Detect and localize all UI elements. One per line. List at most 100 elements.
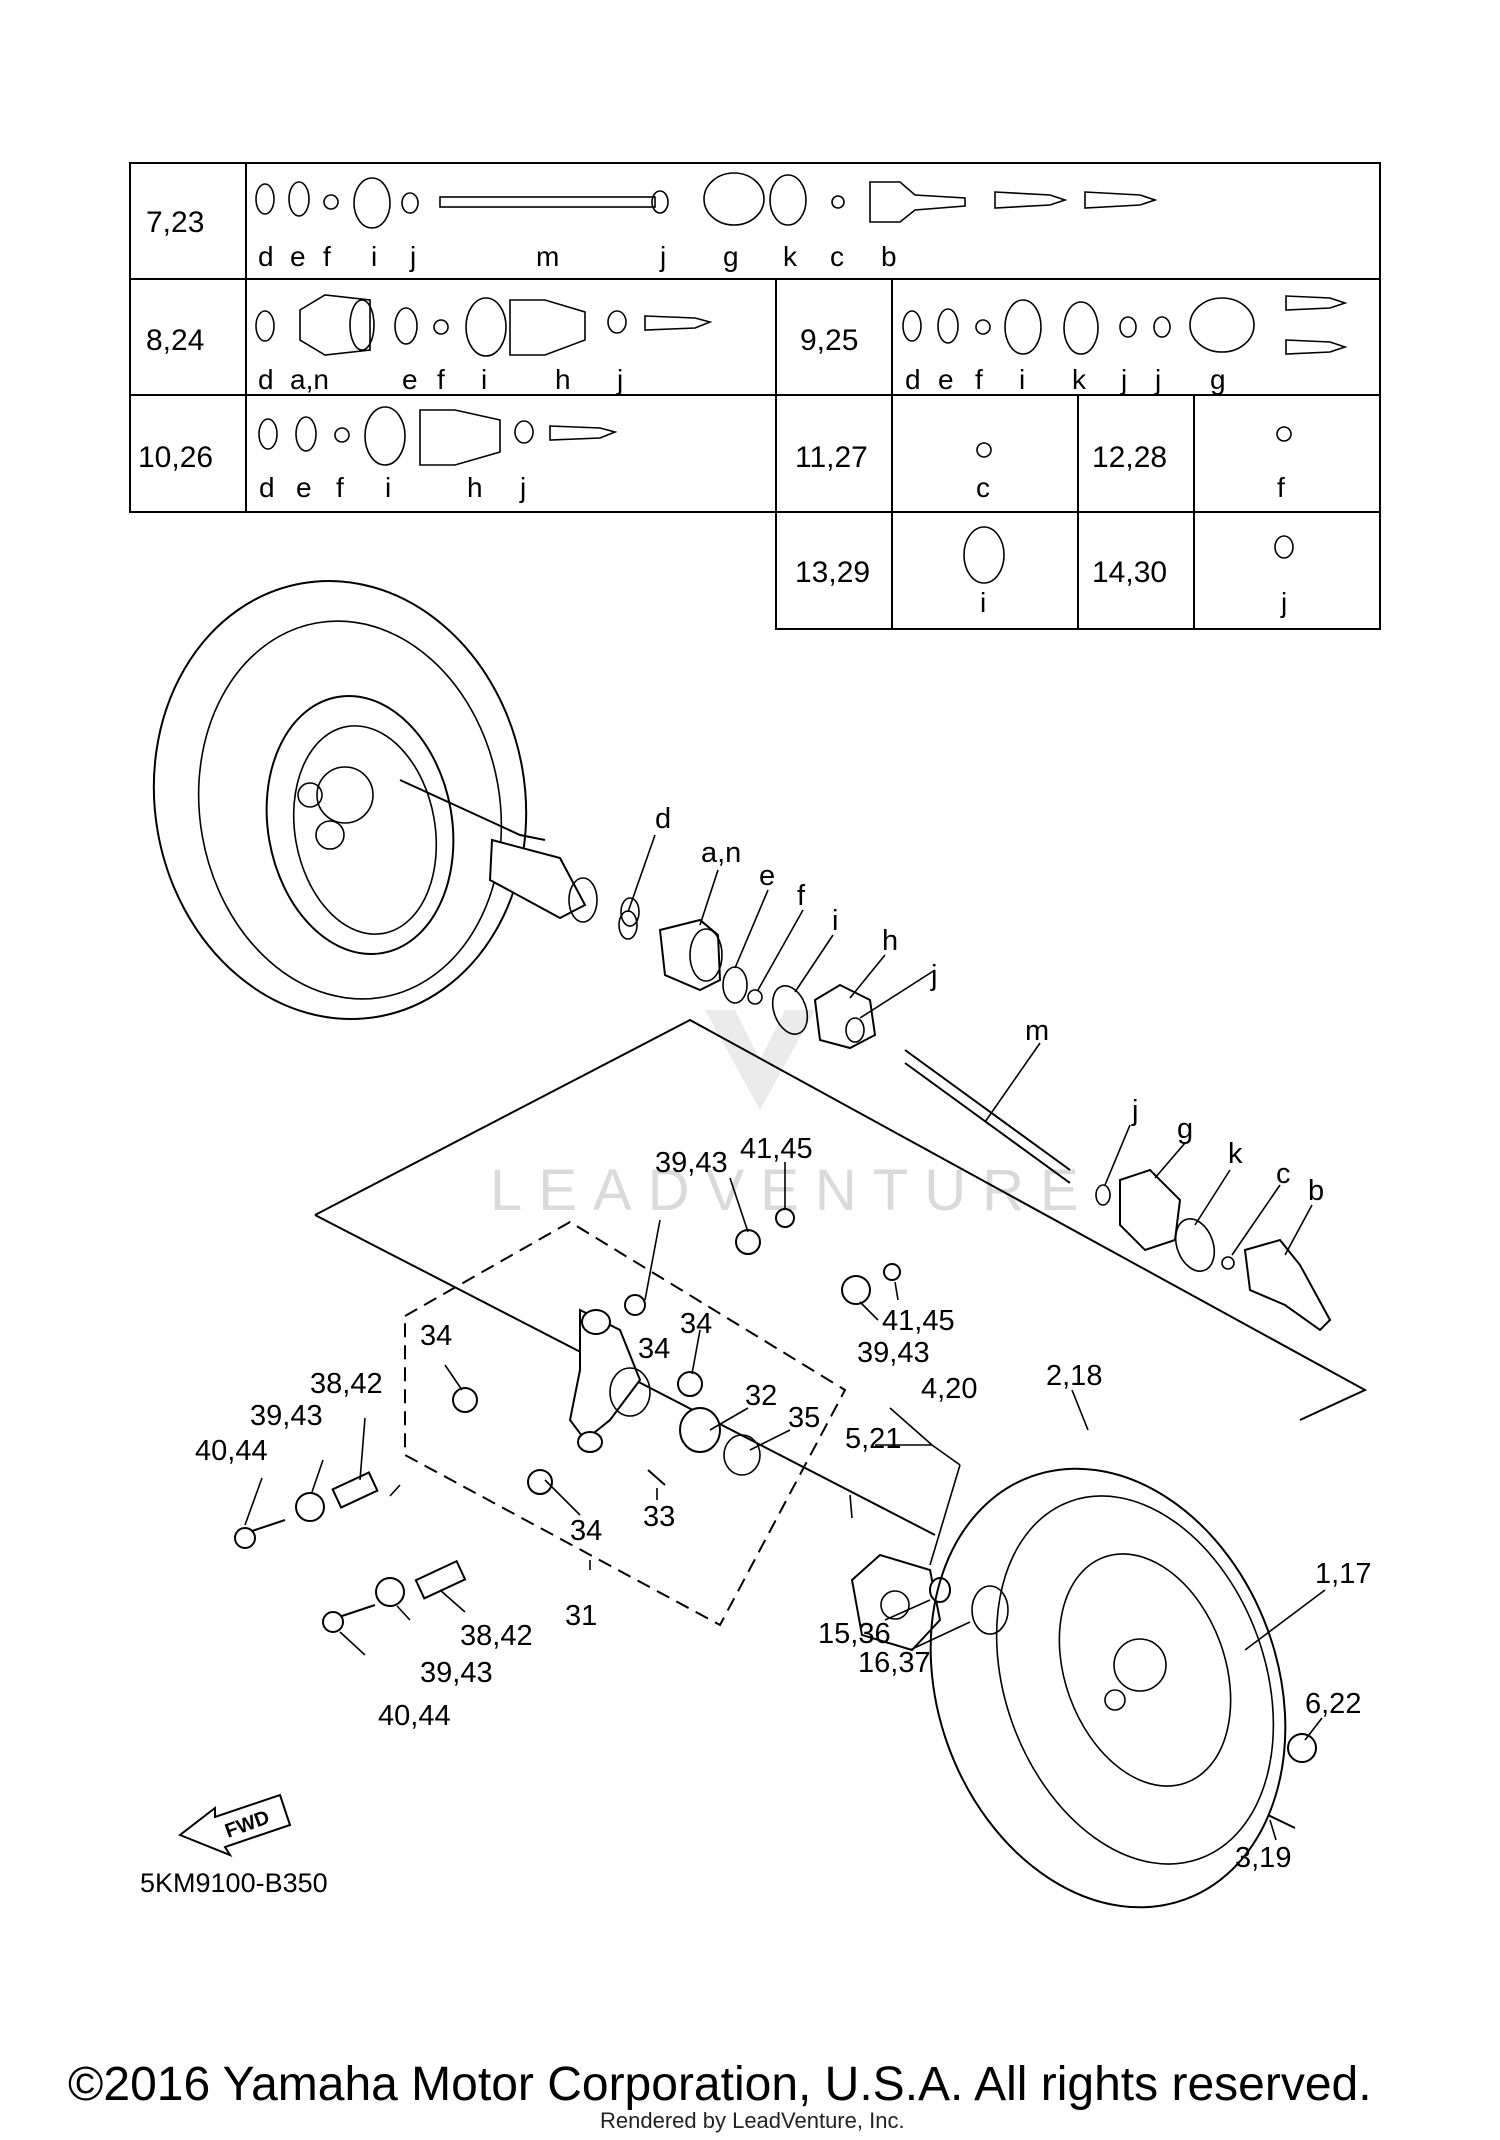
svg-text:d: d: [258, 241, 274, 272]
svg-text:i: i: [371, 241, 377, 272]
callout-35: 35: [788, 1402, 820, 1434]
svg-text:i: i: [385, 472, 391, 503]
drive-shaft-assembly: [399, 779, 640, 927]
svg-text:k: k: [1072, 364, 1087, 395]
callout-labels: d a,n e f i h j m j g k c b 41,45 39,43 …: [195, 803, 1371, 1874]
row-ref-9-25: 9,25: [800, 324, 858, 357]
callout-a-n: a,n: [701, 837, 741, 869]
callout-f: f: [797, 880, 806, 912]
svg-text:j: j: [659, 241, 666, 272]
callout-38-42-b: 38,42: [460, 1620, 533, 1652]
rendered-by-text: Rendered by LeadVenture, Inc.: [600, 2108, 905, 2133]
callout-c: c: [1276, 1158, 1291, 1190]
kit-contents-table: 7,23 8,24 9,25 10,26 11,27 12,28 13,29 1…: [129, 162, 1381, 630]
callout-6-22: 6,22: [1305, 1688, 1361, 1720]
svg-text:f: f: [975, 364, 983, 395]
svg-text:j: j: [1280, 587, 1287, 618]
callout-39-43-b: 39,43: [857, 1337, 930, 1369]
row1-part-letters: d e f i j m j g k c b: [258, 241, 897, 272]
front-wheel-left: [152, 579, 528, 1021]
row-ref-14-30: 14,30: [1092, 556, 1167, 589]
svg-text:e: e: [290, 241, 306, 272]
svg-text:a,n: a,n: [290, 364, 329, 395]
svg-text:d: d: [905, 364, 921, 395]
svg-text:h: h: [467, 472, 483, 503]
copyright-text: ©2016 Yamaha Motor Corporation, U.S.A. A…: [68, 2058, 1372, 2111]
callout-h: h: [882, 925, 898, 957]
callout-40-44-a: 40,44: [195, 1435, 268, 1467]
row-ref-10-26: 10,26: [138, 441, 213, 474]
callout-g: g: [1177, 1113, 1193, 1145]
callout-33: 33: [643, 1501, 675, 1533]
svg-text:b: b: [881, 241, 897, 272]
callout-15-36: 15,36: [818, 1618, 891, 1650]
svg-text:k: k: [783, 241, 798, 272]
callout-4-20: 4,20: [921, 1373, 977, 1405]
row-ref-12-28: 12,28: [1092, 441, 1167, 474]
callout-2-18: 2,18: [1046, 1360, 1102, 1392]
single-part-icons: c f i j: [963, 426, 1294, 618]
callout-5-21: 5,21: [845, 1423, 901, 1455]
fwd-arrow-icon: FWD: [178, 1793, 292, 1858]
svg-text:i: i: [481, 364, 487, 395]
svg-text:f: f: [437, 364, 445, 395]
callout-34-c: 34: [680, 1308, 712, 1340]
row2a-part-icons: [255, 294, 713, 357]
callout-d: d: [655, 803, 671, 835]
callout-39-43-a: 39,43: [655, 1147, 728, 1179]
assembly-outline: [314, 1018, 1368, 1421]
row1-part-icons: [255, 172, 1158, 229]
callout-39-43-d: 39,43: [420, 1657, 493, 1689]
svg-text:e: e: [402, 364, 418, 395]
diagram-code: 5KM9100-B350: [140, 1868, 328, 1898]
svg-text:c: c: [976, 472, 990, 503]
callout-34-b: 34: [638, 1333, 670, 1365]
callout-41-45-b: 41,45: [882, 1305, 955, 1337]
svg-text:f: f: [336, 472, 344, 503]
callout-32: 32: [745, 1380, 777, 1412]
row3a-part-icons: [258, 406, 618, 466]
row2a-part-letters: d a,n e f i h j: [258, 364, 623, 395]
svg-text:m: m: [536, 241, 559, 272]
callout-39-43-c: 39,43: [250, 1400, 323, 1432]
row3a-part-letters: d e f i h j: [259, 472, 526, 503]
svg-text:h: h: [555, 364, 571, 395]
svg-text:i: i: [980, 587, 986, 618]
callout-31: 31: [565, 1600, 597, 1632]
svg-text:e: e: [296, 472, 312, 503]
svg-text:f: f: [323, 241, 331, 272]
svg-text:e: e: [938, 364, 954, 395]
callout-41-45-a: 41,45: [740, 1133, 813, 1165]
callout-b: b: [1308, 1175, 1324, 1207]
callout-e: e: [759, 860, 775, 892]
callout-3-19: 3,19: [1235, 1842, 1291, 1874]
svg-text:f: f: [1277, 472, 1285, 503]
callout-j-2: j: [1131, 1095, 1138, 1127]
svg-text:g: g: [723, 241, 739, 272]
svg-text:g: g: [1210, 364, 1226, 395]
row2b-part-icons: [902, 295, 1348, 355]
hub-and-wheel-right: [850, 1467, 1317, 1909]
exploded-joint-parts: [618, 910, 1332, 1332]
svg-text:j: j: [616, 364, 623, 395]
callout-leader-lines: [244, 834, 1326, 1841]
callout-16-37: 16,37: [858, 1647, 931, 1679]
svg-text:j: j: [519, 472, 526, 503]
callout-38-42-a: 38,42: [310, 1368, 383, 1400]
callout-34-d: 34: [570, 1515, 602, 1547]
knuckle-group-box: [404, 1220, 847, 1627]
callout-m: m: [1025, 1015, 1049, 1047]
row-ref-8-24: 8,24: [146, 324, 204, 357]
svg-text:d: d: [258, 364, 274, 395]
svg-text:j: j: [409, 241, 416, 272]
svg-text:j: j: [1120, 364, 1127, 395]
callout-1-17: 1,17: [1315, 1558, 1371, 1590]
row-ref-13-29: 13,29: [795, 556, 870, 589]
callout-j-1: j: [930, 960, 937, 992]
callout-40-44-b: 40,44: [378, 1700, 451, 1732]
callout-i: i: [832, 905, 838, 937]
knuckle-parts: [234, 1208, 901, 1633]
svg-text:i: i: [1019, 364, 1025, 395]
